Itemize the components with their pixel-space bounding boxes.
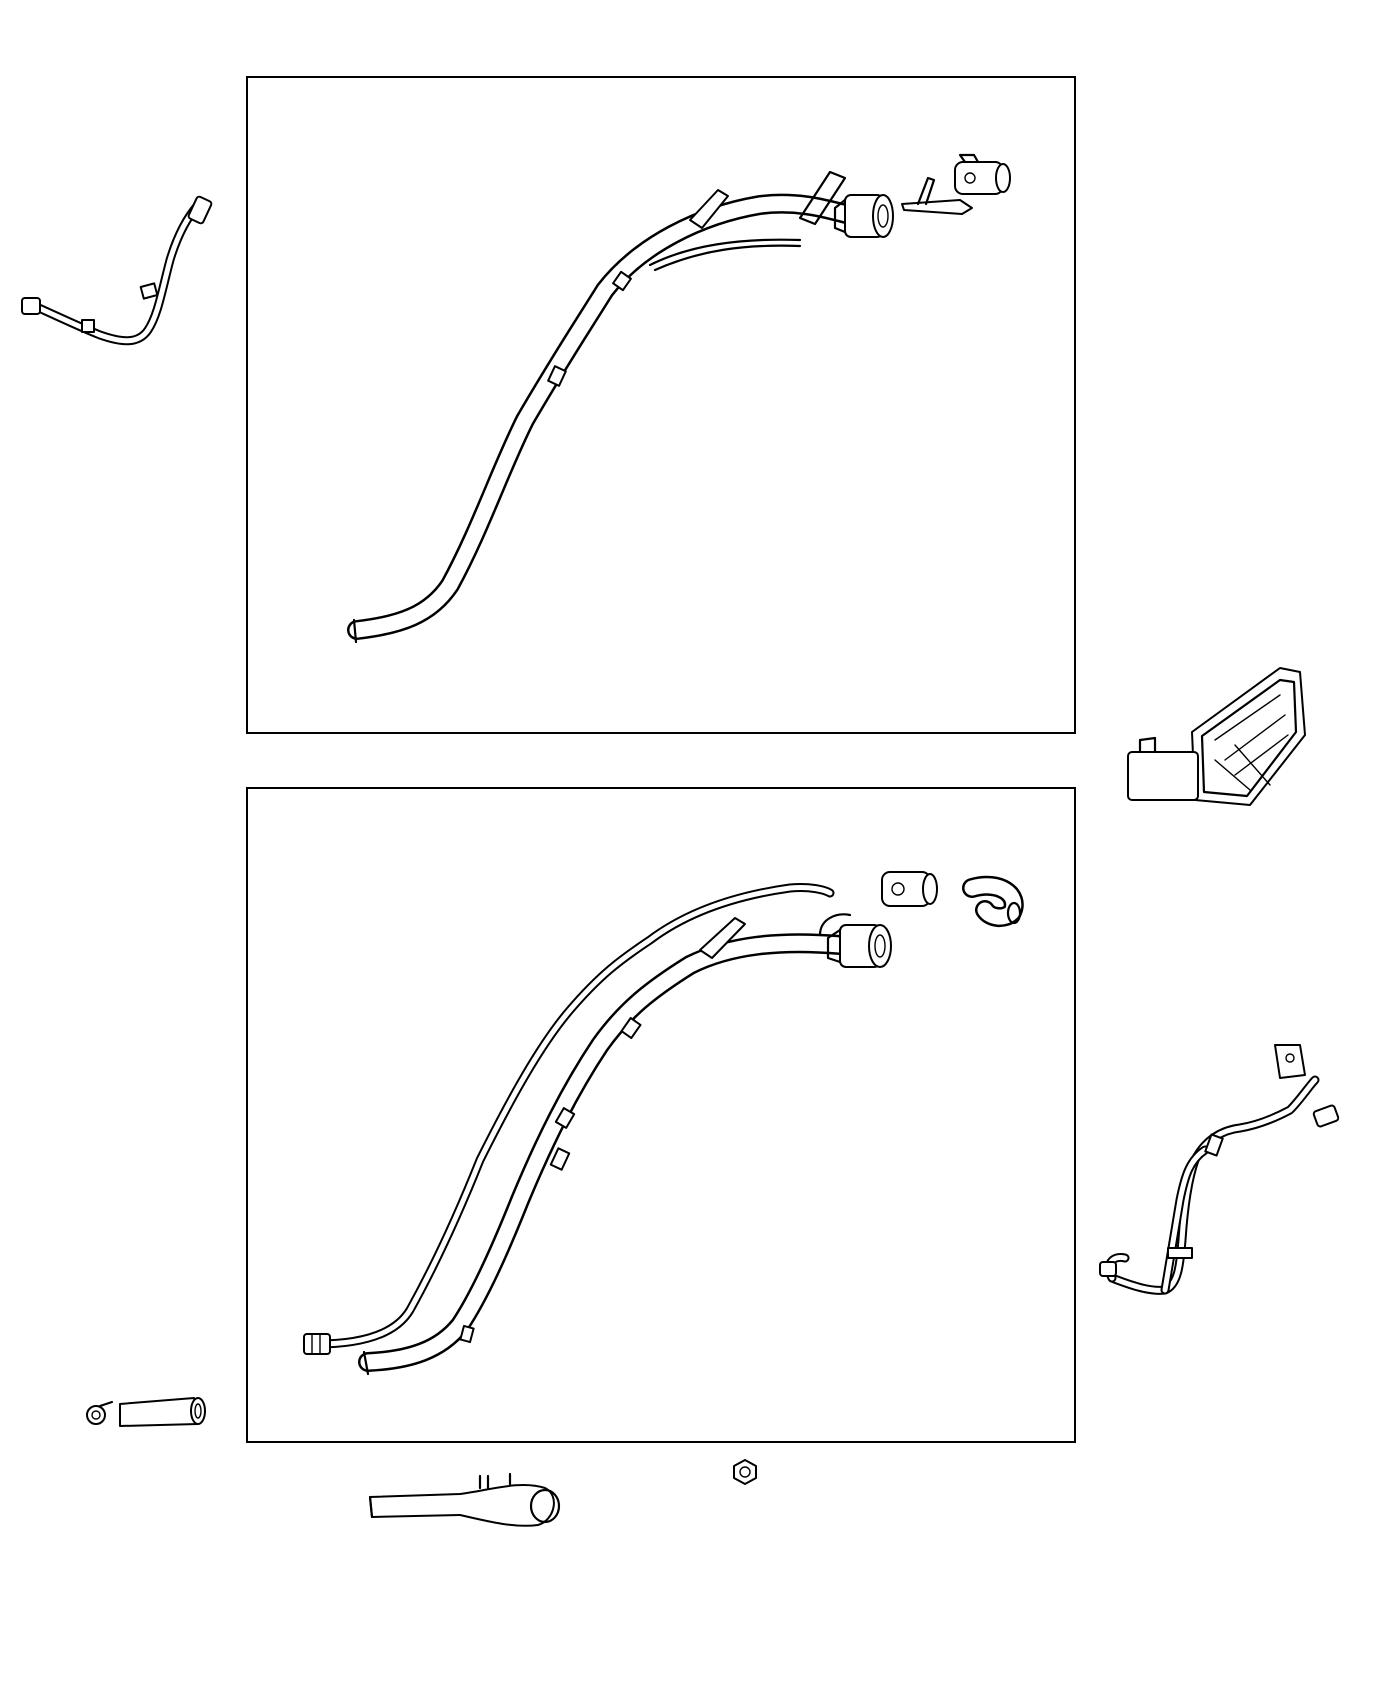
hose-connector (1312, 1104, 1340, 1128)
tube-clip (459, 1324, 475, 1344)
panel-frame-bottom (246, 787, 1076, 1443)
hose-clip (81, 319, 95, 333)
hose-clip (139, 282, 159, 300)
vent-line (648, 238, 802, 267)
curved-hose-piece (962, 875, 1024, 927)
tube-clip (547, 365, 567, 387)
hose-connector (1099, 1261, 1117, 1277)
vent-hose-assembly-right (1099, 1044, 1340, 1295)
hose-connector (21, 297, 41, 315)
latch-lever (901, 199, 973, 215)
vent-hose-assembly-top-left (21, 195, 213, 346)
filler-neck-housing-lower (818, 913, 892, 968)
vent-connector (303, 1333, 331, 1355)
filler-neck-housing (833, 194, 894, 238)
filler-tube-lower (358, 933, 850, 1376)
hose-connector (187, 195, 213, 225)
panel-frame-top (246, 76, 1076, 734)
tube-clip (620, 1017, 642, 1039)
hex-nut (733, 1459, 757, 1485)
tube-clip (612, 270, 632, 292)
door-actuator (954, 153, 1011, 195)
filler-tube (347, 193, 860, 644)
mounting-bracket-lower (699, 917, 746, 959)
panel-filler-tube-single (246, 76, 1076, 734)
mounting-bracket (689, 189, 729, 229)
tube-clip (549, 1147, 571, 1171)
panel-filler-tube-with-vent (246, 787, 1076, 1443)
hose-clip (1167, 1247, 1193, 1259)
door-actuator-lower (881, 871, 938, 907)
fuel-filler-door (1127, 667, 1306, 806)
tube-clip (554, 1107, 576, 1129)
hose-connector (1204, 1133, 1224, 1157)
filler-tube-extension (368, 1472, 561, 1527)
vent-hose (303, 883, 835, 1355)
hose-with-clamp (86, 1397, 206, 1427)
